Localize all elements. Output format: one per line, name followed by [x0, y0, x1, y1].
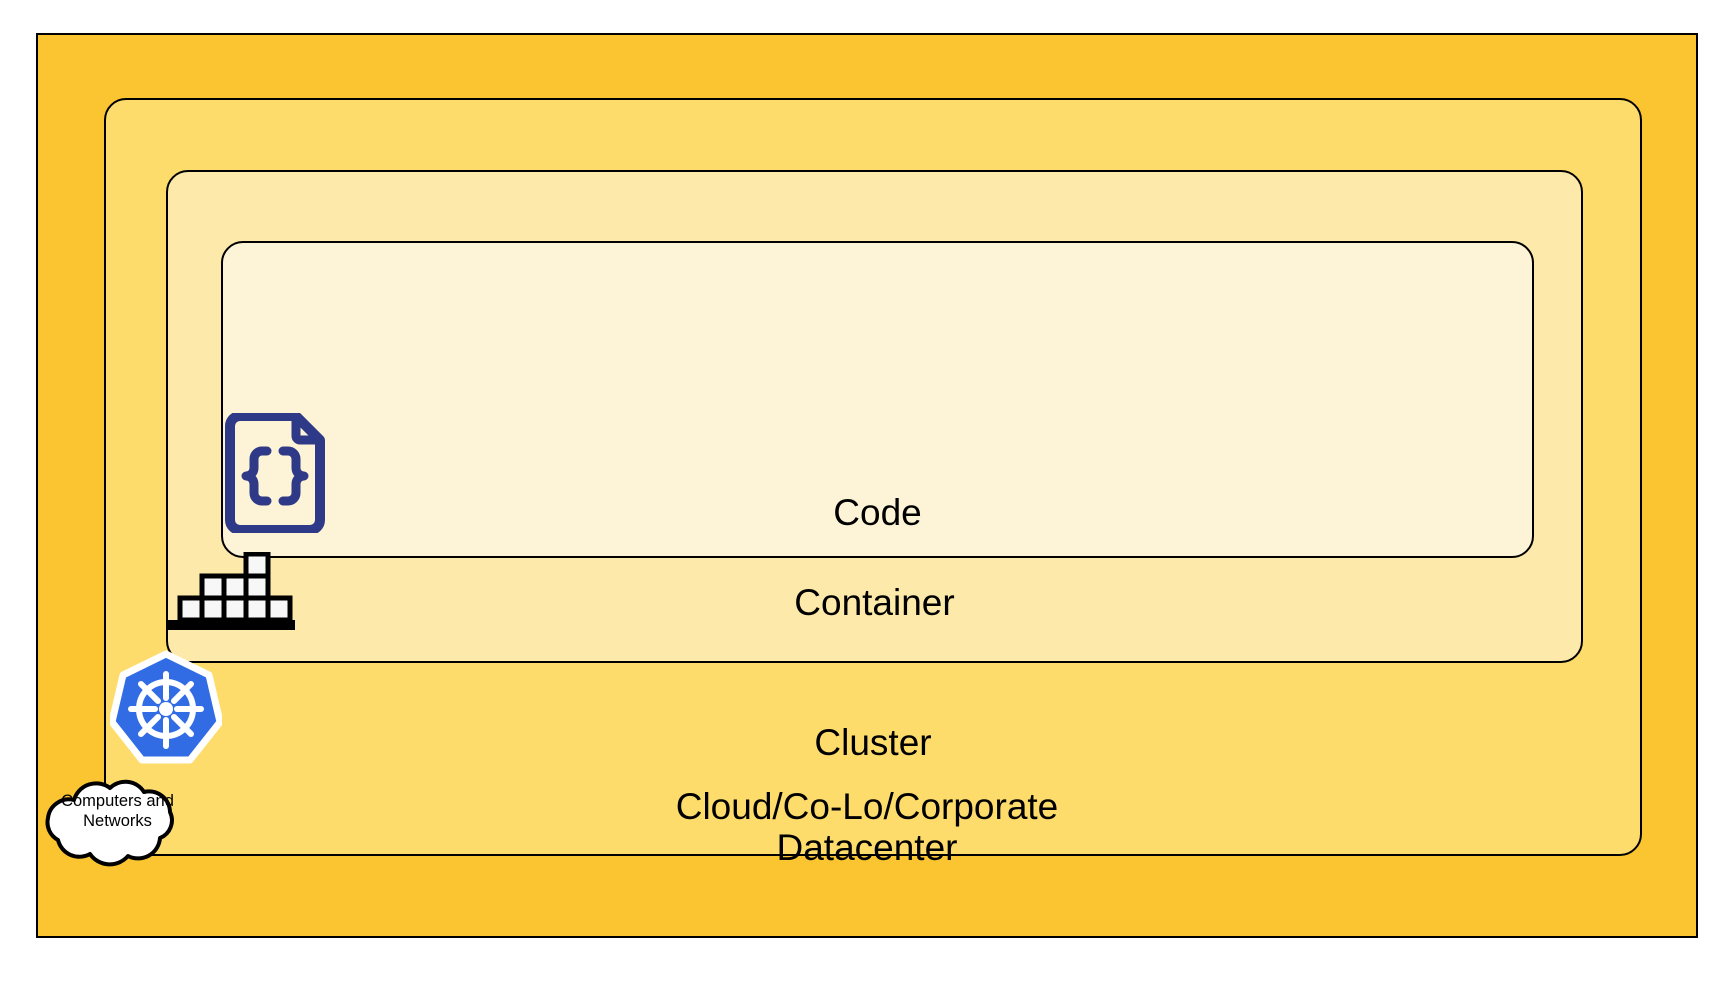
layer-code[interactable] [221, 241, 1534, 558]
layer-label-cluster: Cluster [814, 722, 932, 763]
kubernetes-icon [108, 650, 224, 768]
layer-label-code: Code [833, 492, 922, 533]
layer-label-datacenter: Cloud/Co-Lo/Corporate Datacenter [675, 786, 1059, 869]
code-braces-document-icon [220, 411, 330, 535]
container-boxes-icon [167, 551, 295, 630]
layer-label-container: Container [794, 582, 955, 623]
computers-and-networks-cloud[interactable] [30, 774, 205, 868]
